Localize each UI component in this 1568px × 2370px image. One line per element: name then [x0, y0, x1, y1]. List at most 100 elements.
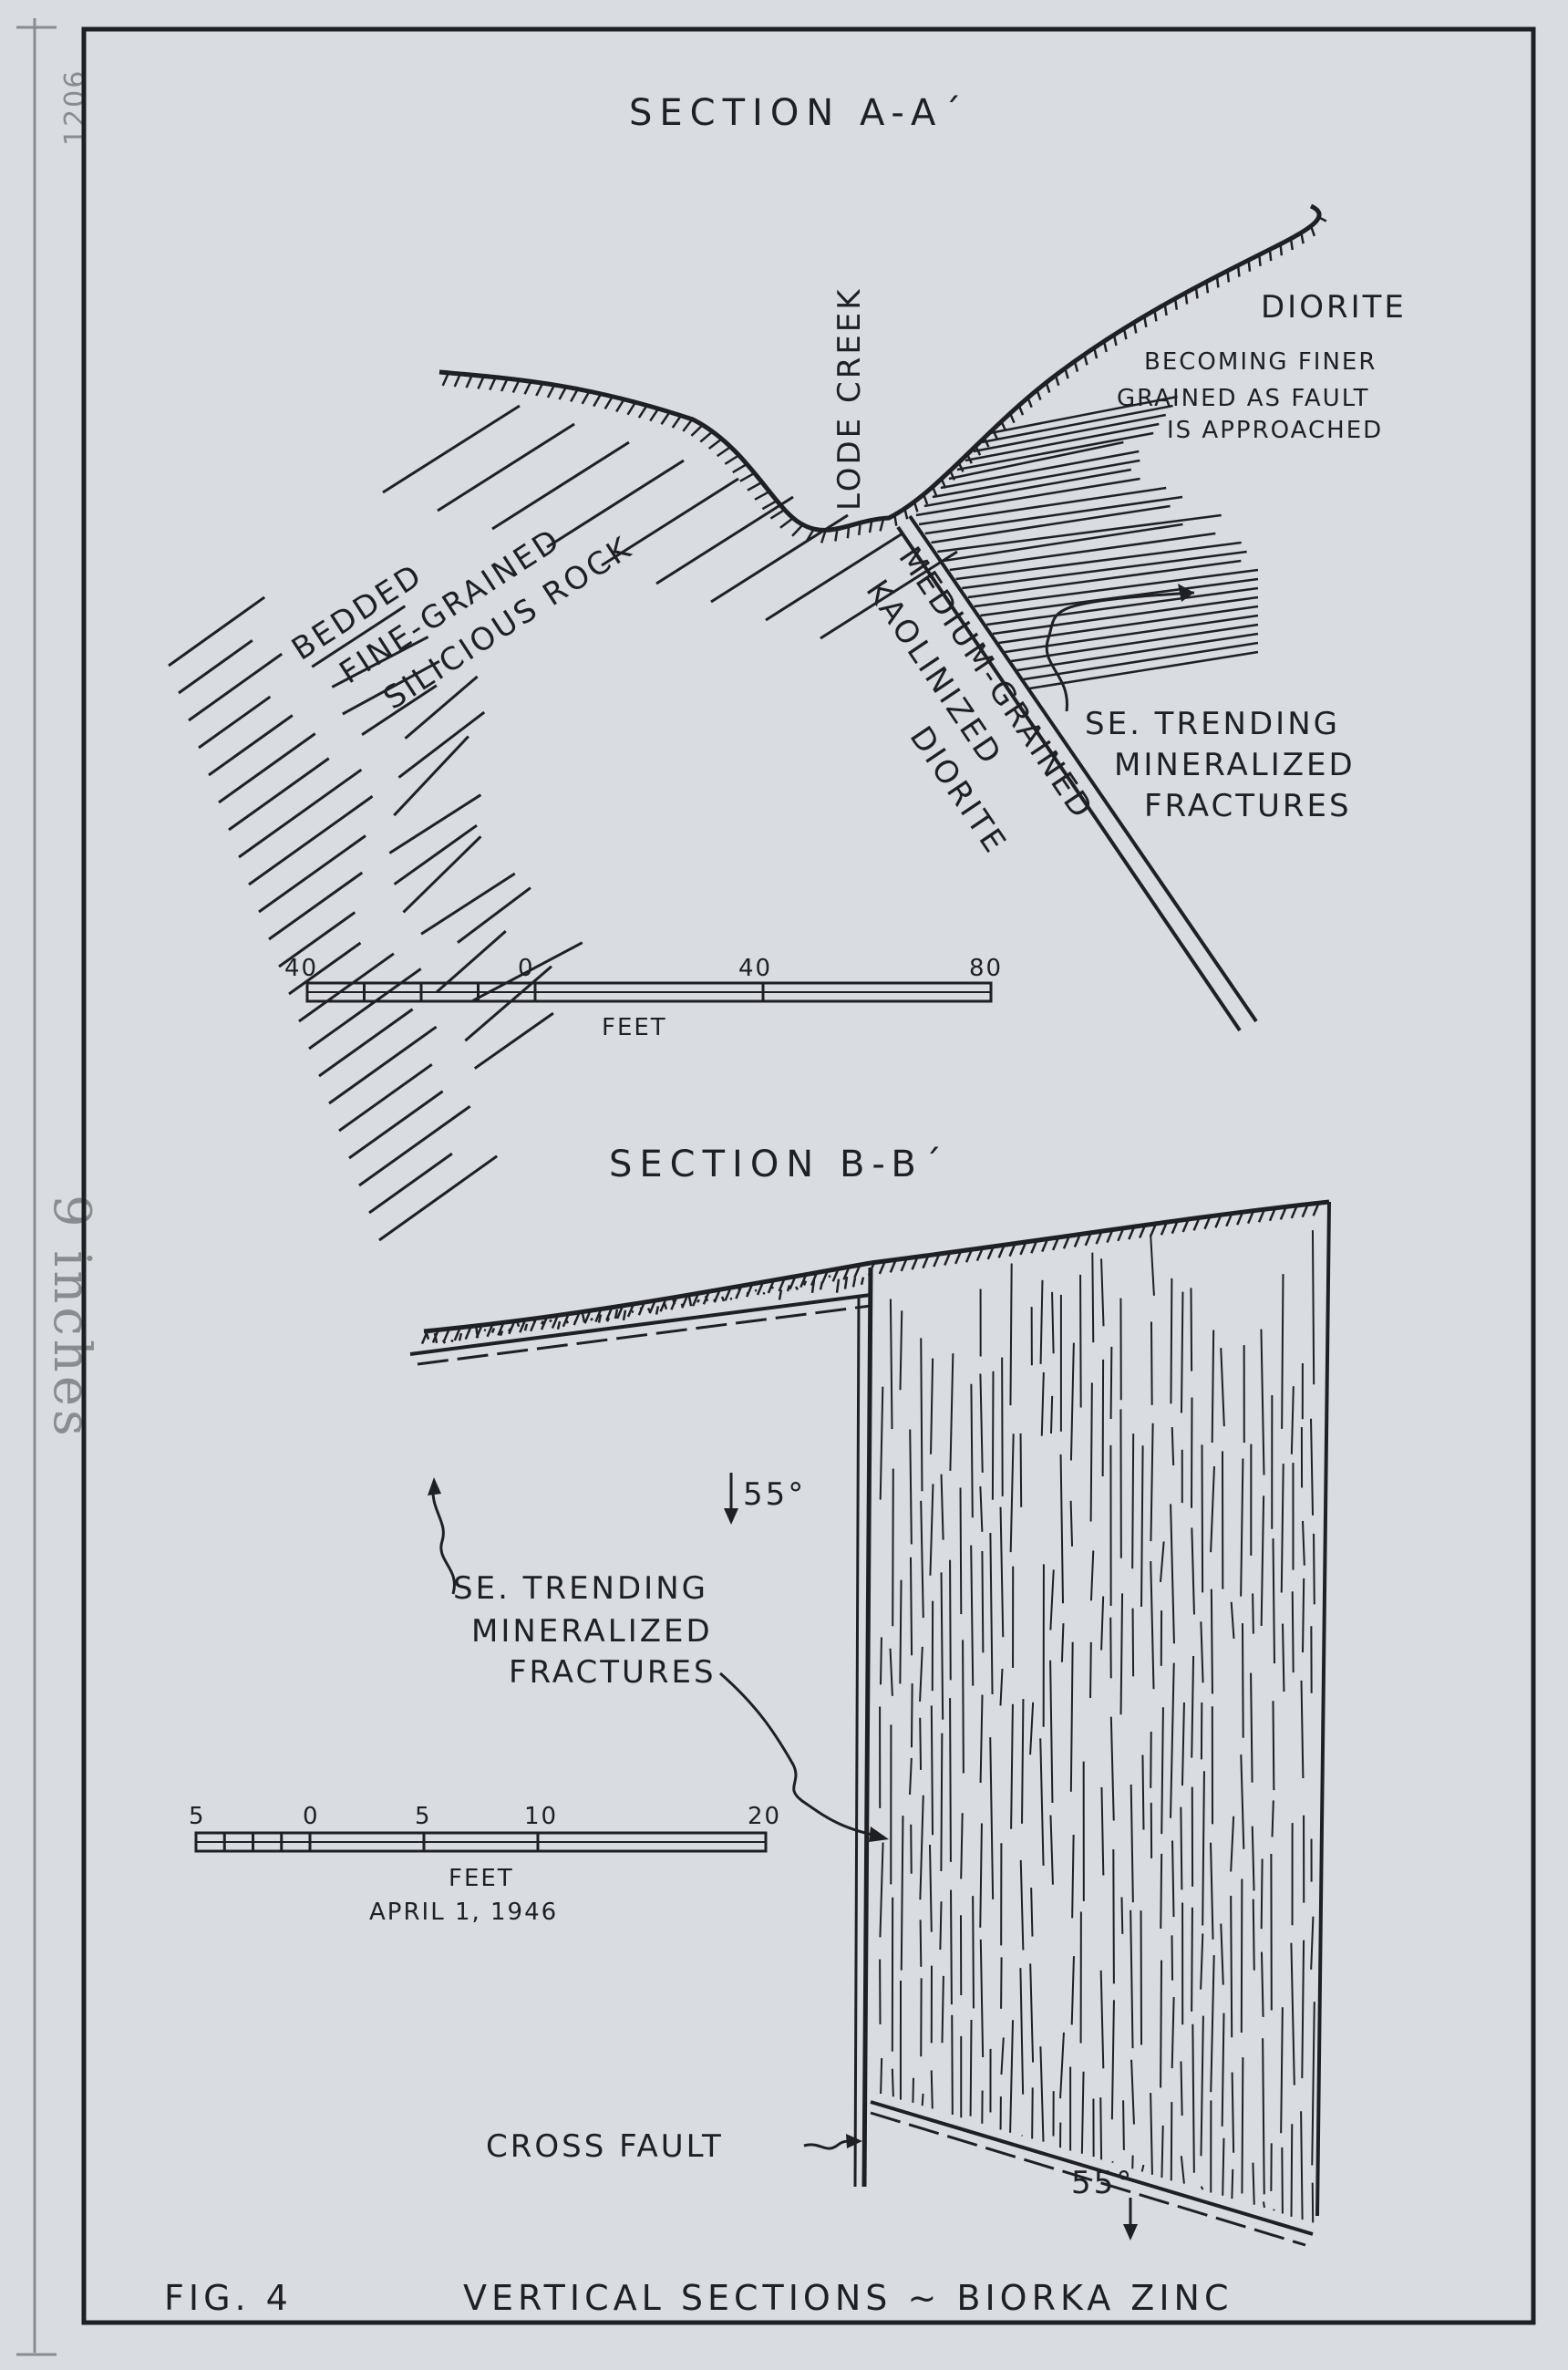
fracture-stroke: [1211, 1330, 1215, 1444]
fracture-stroke: [1089, 1382, 1093, 1522]
section-b-right-surface: [870, 1199, 1330, 1266]
fracture-stroke: [959, 1487, 963, 1615]
fracture-stroke: [970, 1383, 974, 1518]
fracture-stroke: [1200, 2015, 1204, 2157]
fracture-stroke: [940, 1474, 944, 1540]
fracture-stroke: [1140, 2164, 1145, 2172]
fracture-stroke: [1311, 1230, 1315, 1385]
fracture-stroke: [1290, 2124, 1294, 2217]
section-a-leader-arrowhead: [1178, 584, 1194, 602]
fracture-stroke: [490, 1328, 496, 1334]
fracture-stroke: [949, 1353, 954, 1471]
fracture-stroke: [949, 532, 1216, 572]
fracture-stroke: [794, 1286, 799, 1290]
fracture-stroke: [655, 1306, 660, 1315]
fracture-stroke: [1280, 1464, 1284, 1593]
fracture-stroke: [960, 1813, 964, 1879]
fracture-stroke: [1231, 2072, 1235, 2153]
figure-title: VERTICAL SECTIONS ~ BIORKA ZINC: [463, 2278, 1233, 2318]
fracture-stroke: [974, 568, 1259, 608]
fracture-stroke: [1202, 1771, 1205, 1926]
bedded-stroke: [402, 835, 482, 914]
fracture-stroke: [929, 1844, 933, 1932]
fracture-stroke: [949, 1559, 952, 1681]
fracture-stroke: [1210, 1466, 1215, 1553]
section-a-fractures-label-line-1: SE. TRENDING: [1085, 706, 1340, 742]
fracture-stroke: [762, 1291, 766, 1295]
section-b-fractures-leader-right: [719, 1671, 885, 1839]
fracture-stroke: [507, 1328, 512, 1332]
fracture-stroke: [1240, 1878, 1243, 2033]
section-b-right-edge: [1315, 1201, 1331, 2217]
fracture-stroke: [880, 1637, 882, 1685]
fracture-stroke: [1111, 2160, 1114, 2164]
fracture-stroke: [1171, 1935, 1174, 1981]
diorite-note-line-1: BECOMING FINER: [1144, 348, 1377, 376]
fracture-stroke: [999, 1668, 1004, 1706]
fracture-stroke: [919, 1920, 923, 1967]
fracture-stroke: [778, 1289, 783, 1300]
bedded-stroke: [464, 965, 552, 1042]
fracture-stroke: [1130, 2059, 1135, 2125]
bedded-stroke: [208, 714, 294, 777]
fracture-stroke: [713, 1299, 717, 1303]
fracture-stroke: [1069, 1500, 1074, 1547]
section-a-fault: [896, 514, 1258, 1032]
fracture-stroke: [1191, 1655, 1195, 1758]
fracture-stroke: [1051, 1291, 1055, 1354]
fracture-stroke: [929, 1484, 934, 1576]
diorite-note-line-3: IS APPROACHED: [1167, 417, 1383, 444]
fracture-stroke: [918, 486, 1167, 526]
fault-zone-label: MEDIUM-GRAINED KAOLINIZED DIORITE: [859, 541, 1101, 862]
fracture-stroke: [940, 1572, 944, 1720]
scale-a-unit: FEET: [602, 1014, 667, 1041]
fracture-stroke: [879, 1842, 884, 1938]
bedded-stroke: [331, 636, 429, 688]
fracture-stroke: [1290, 1942, 1295, 2085]
section-a-surface-hatch: [441, 216, 1327, 543]
fracture-stroke: [920, 1500, 924, 1619]
fracture-stroke: [1170, 1662, 1175, 1818]
fracture-stroke: [1119, 1593, 1124, 1715]
bedded-stroke: [328, 1025, 438, 1105]
fracture-stroke: [860, 1277, 865, 1286]
fracture-stroke: [1311, 2002, 1315, 2166]
section-b-fractures-leader-left-arrowhead: [428, 1477, 441, 1495]
fracture-stroke: [802, 1280, 808, 1286]
fracture-stroke: [786, 1285, 791, 1292]
fracture-stroke: [1171, 1840, 1175, 1918]
fracture-stroke: [941, 1975, 944, 2044]
fracture-stroke: [998, 605, 1259, 645]
fracture-stroke: [989, 1532, 994, 1695]
fracture-stroke: [1019, 1859, 1025, 1951]
section-b-right-block-fractures: [879, 1230, 1315, 2223]
bedded-stroke: [368, 1152, 453, 1215]
section-b-scale-bar: 5 0 5 10 20 FEET APRIL 1, 1946: [189, 1803, 779, 1926]
fracture-stroke: [499, 1330, 504, 1337]
fracture-stroke: [932, 459, 1140, 499]
fracture-stroke: [1141, 1754, 1145, 1830]
bedded-stroke: [473, 1011, 554, 1070]
dip-label-upper: 55°: [743, 1476, 806, 1513]
fracture-stroke: [1130, 1784, 1134, 1903]
fracture-stroke: [1282, 1623, 1285, 1692]
section-b-date: APRIL 1, 1946: [369, 1899, 558, 1926]
dip-arrow-lower: [1123, 2198, 1138, 2241]
fracture-stroke: [1080, 2071, 1085, 2154]
fracture-stroke: [1280, 2007, 1284, 2134]
scale-a-tick-80: 80: [969, 955, 1003, 982]
bedded-stroke: [342, 659, 440, 716]
fracture-stroke: [1100, 1786, 1105, 1876]
section-b-left-surface: [423, 1260, 872, 1334]
fracture-stroke: [1100, 1596, 1105, 1651]
fracture-stroke: [1260, 1495, 1265, 1626]
fracture-stroke: [1010, 623, 1259, 663]
bedded-stroke: [457, 886, 531, 944]
fracture-stroke: [1049, 1395, 1054, 1434]
fracture-stroke: [1091, 1252, 1095, 1343]
fracture-stroke: [450, 1339, 454, 1343]
fracture-stroke: [1150, 2093, 1153, 2175]
fracture-stroke: [880, 2057, 883, 2095]
fracture-stroke: [590, 1317, 593, 1321]
fracture-stroke: [1112, 1849, 1115, 1984]
